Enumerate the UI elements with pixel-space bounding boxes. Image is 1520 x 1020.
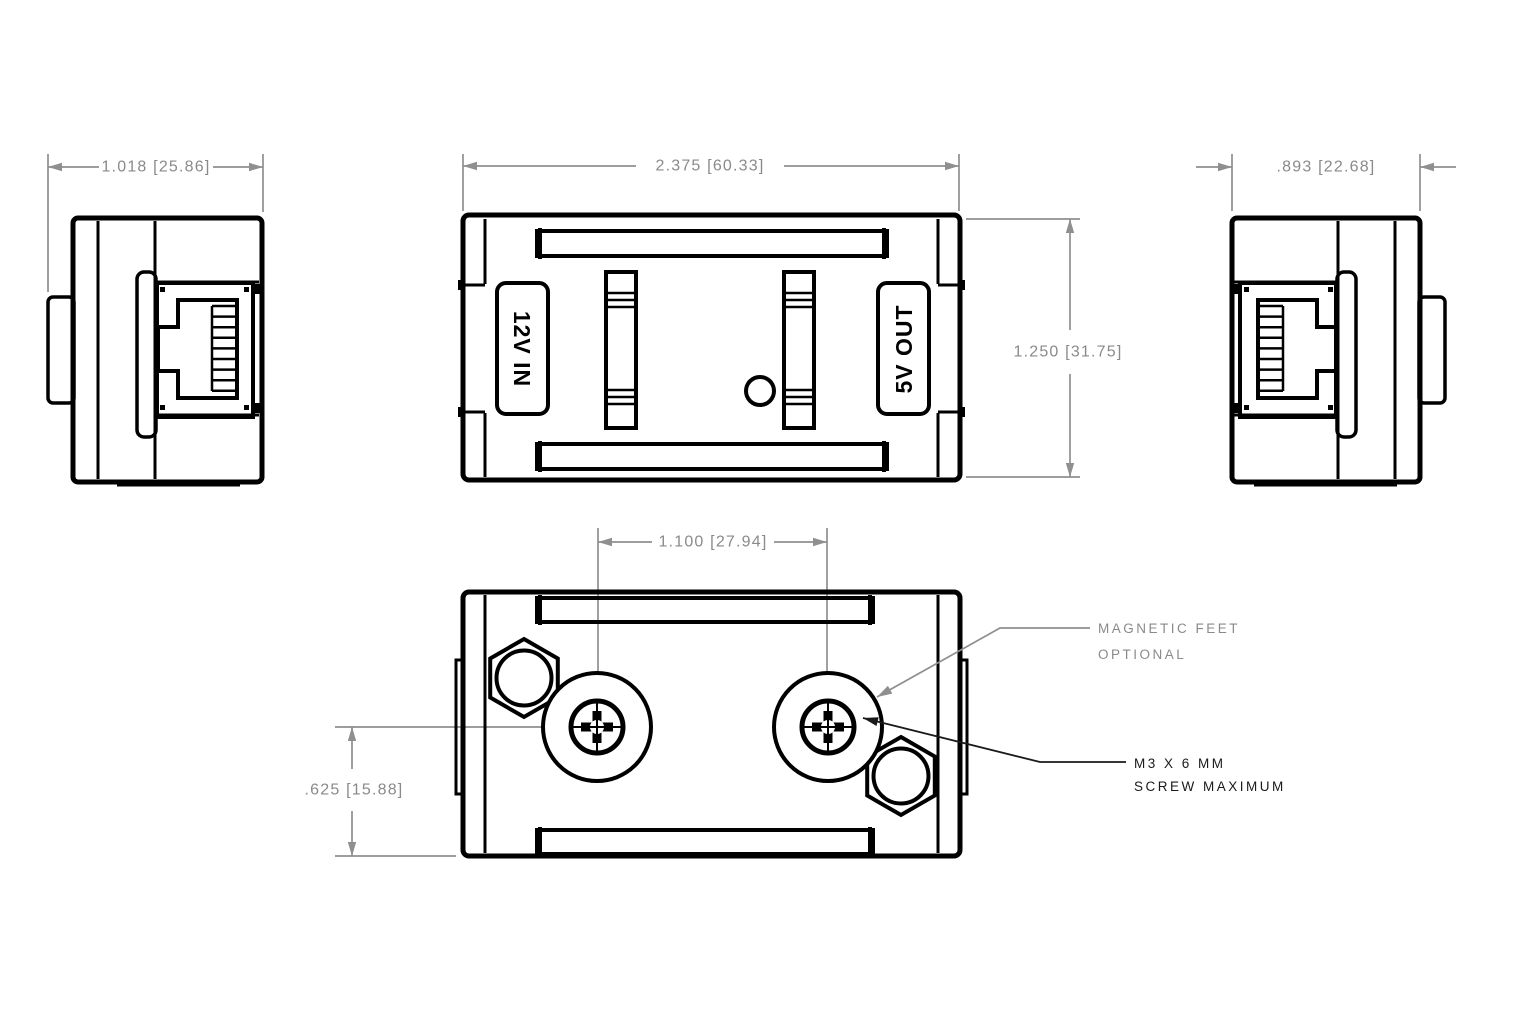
leader-arrow-magnetic-feet [877,685,893,697]
top-view-right-rail [782,270,816,430]
dim-text-screw-spacing: 1.100 [27.94] [658,534,767,551]
dim-screw-to-edge: .625 [15.88] [305,727,456,857]
dim-right-view-width: .893 [22.68] [1196,154,1456,211]
dim-text-screw-to-edge: .625 [15.88] [305,782,404,799]
top-view-left-rail [604,270,638,430]
view-left-end [46,215,265,487]
bottom-view-lower-slot [535,827,875,857]
view-bottom [335,528,969,859]
rj45-contacts-left [210,304,236,393]
dim-left-view-width: 1.018 [25.86] [47,154,264,292]
input-port-plate [495,281,550,416]
annotation-screw-spec: M3 X 6 MM SCREW MAXIMUM [862,717,1286,794]
output-port-label: 5V OUT [891,304,917,393]
top-view-body [460,212,963,483]
rj45-contacts-right [1259,304,1285,393]
output-port-plate [876,281,931,416]
right-view-edge-notch-top [1230,284,1238,294]
annotation-magnetic-feet-line1: MAGNETIC FEET [1098,621,1240,636]
input-port-label: 12V IN [509,311,535,387]
dim-text-body-height: 1.250 [31.75] [1013,344,1122,361]
annotation-screw-spec-line2: SCREW MAXIMUM [1134,779,1286,794]
rj45-jack-opening-left [156,298,239,400]
bottom-view-upper-slot [535,595,875,625]
left-view-edge-notch-top [255,284,263,294]
top-view-endcap-lines [465,219,958,477]
right-view-recess-corner-ticks [1244,287,1333,410]
left-view-connector-boot [46,295,76,405]
right-view-body [1229,215,1423,485]
dim-text-right-width: .893 [22.68] [1277,159,1376,176]
dim-screw-spacing: 1.100 [27.94] [598,534,827,551]
top-view-edge-notches [458,280,965,417]
left-view-recess-corner-ticks [160,287,249,410]
left-view-edge-notch-bottom [255,403,263,413]
right-view-edge-notch-bottom [1230,403,1238,413]
right-view-bezel [1335,270,1358,439]
dim-text-left-width: 1.018 [25.86] [101,159,210,176]
dim-body-height: 1.250 [31.75] [966,218,1122,478]
top-view-upper-slot [535,228,889,259]
right-view-connector-boot [1417,295,1447,405]
rj45-jack-opening-right [1256,298,1339,400]
annotation-magnetic-feet-line2: OPTIONAL [1098,647,1186,662]
magnetic-foot-right [772,671,884,783]
view-top: 12V IN 5V OUT [458,212,965,483]
magnetic-foot-left [541,671,653,783]
dim-text-top-width: 2.375 [60.33] [655,158,764,175]
dim-top-view-width: 2.375 [60.33] [462,154,960,211]
left-view-bezel [135,270,158,439]
top-view-center-hole [744,375,776,407]
leader-arrow-screw-spec [863,717,879,726]
left-view-body [70,215,265,485]
hex-nut-left [488,636,560,720]
annotation-screw-spec-line1: M3 X 6 MM [1134,756,1226,771]
annotation-magnetic-feet: MAGNETIC FEET OPTIONAL [876,621,1240,698]
top-view-lower-slot [535,441,889,472]
view-right-end [1229,215,1447,487]
